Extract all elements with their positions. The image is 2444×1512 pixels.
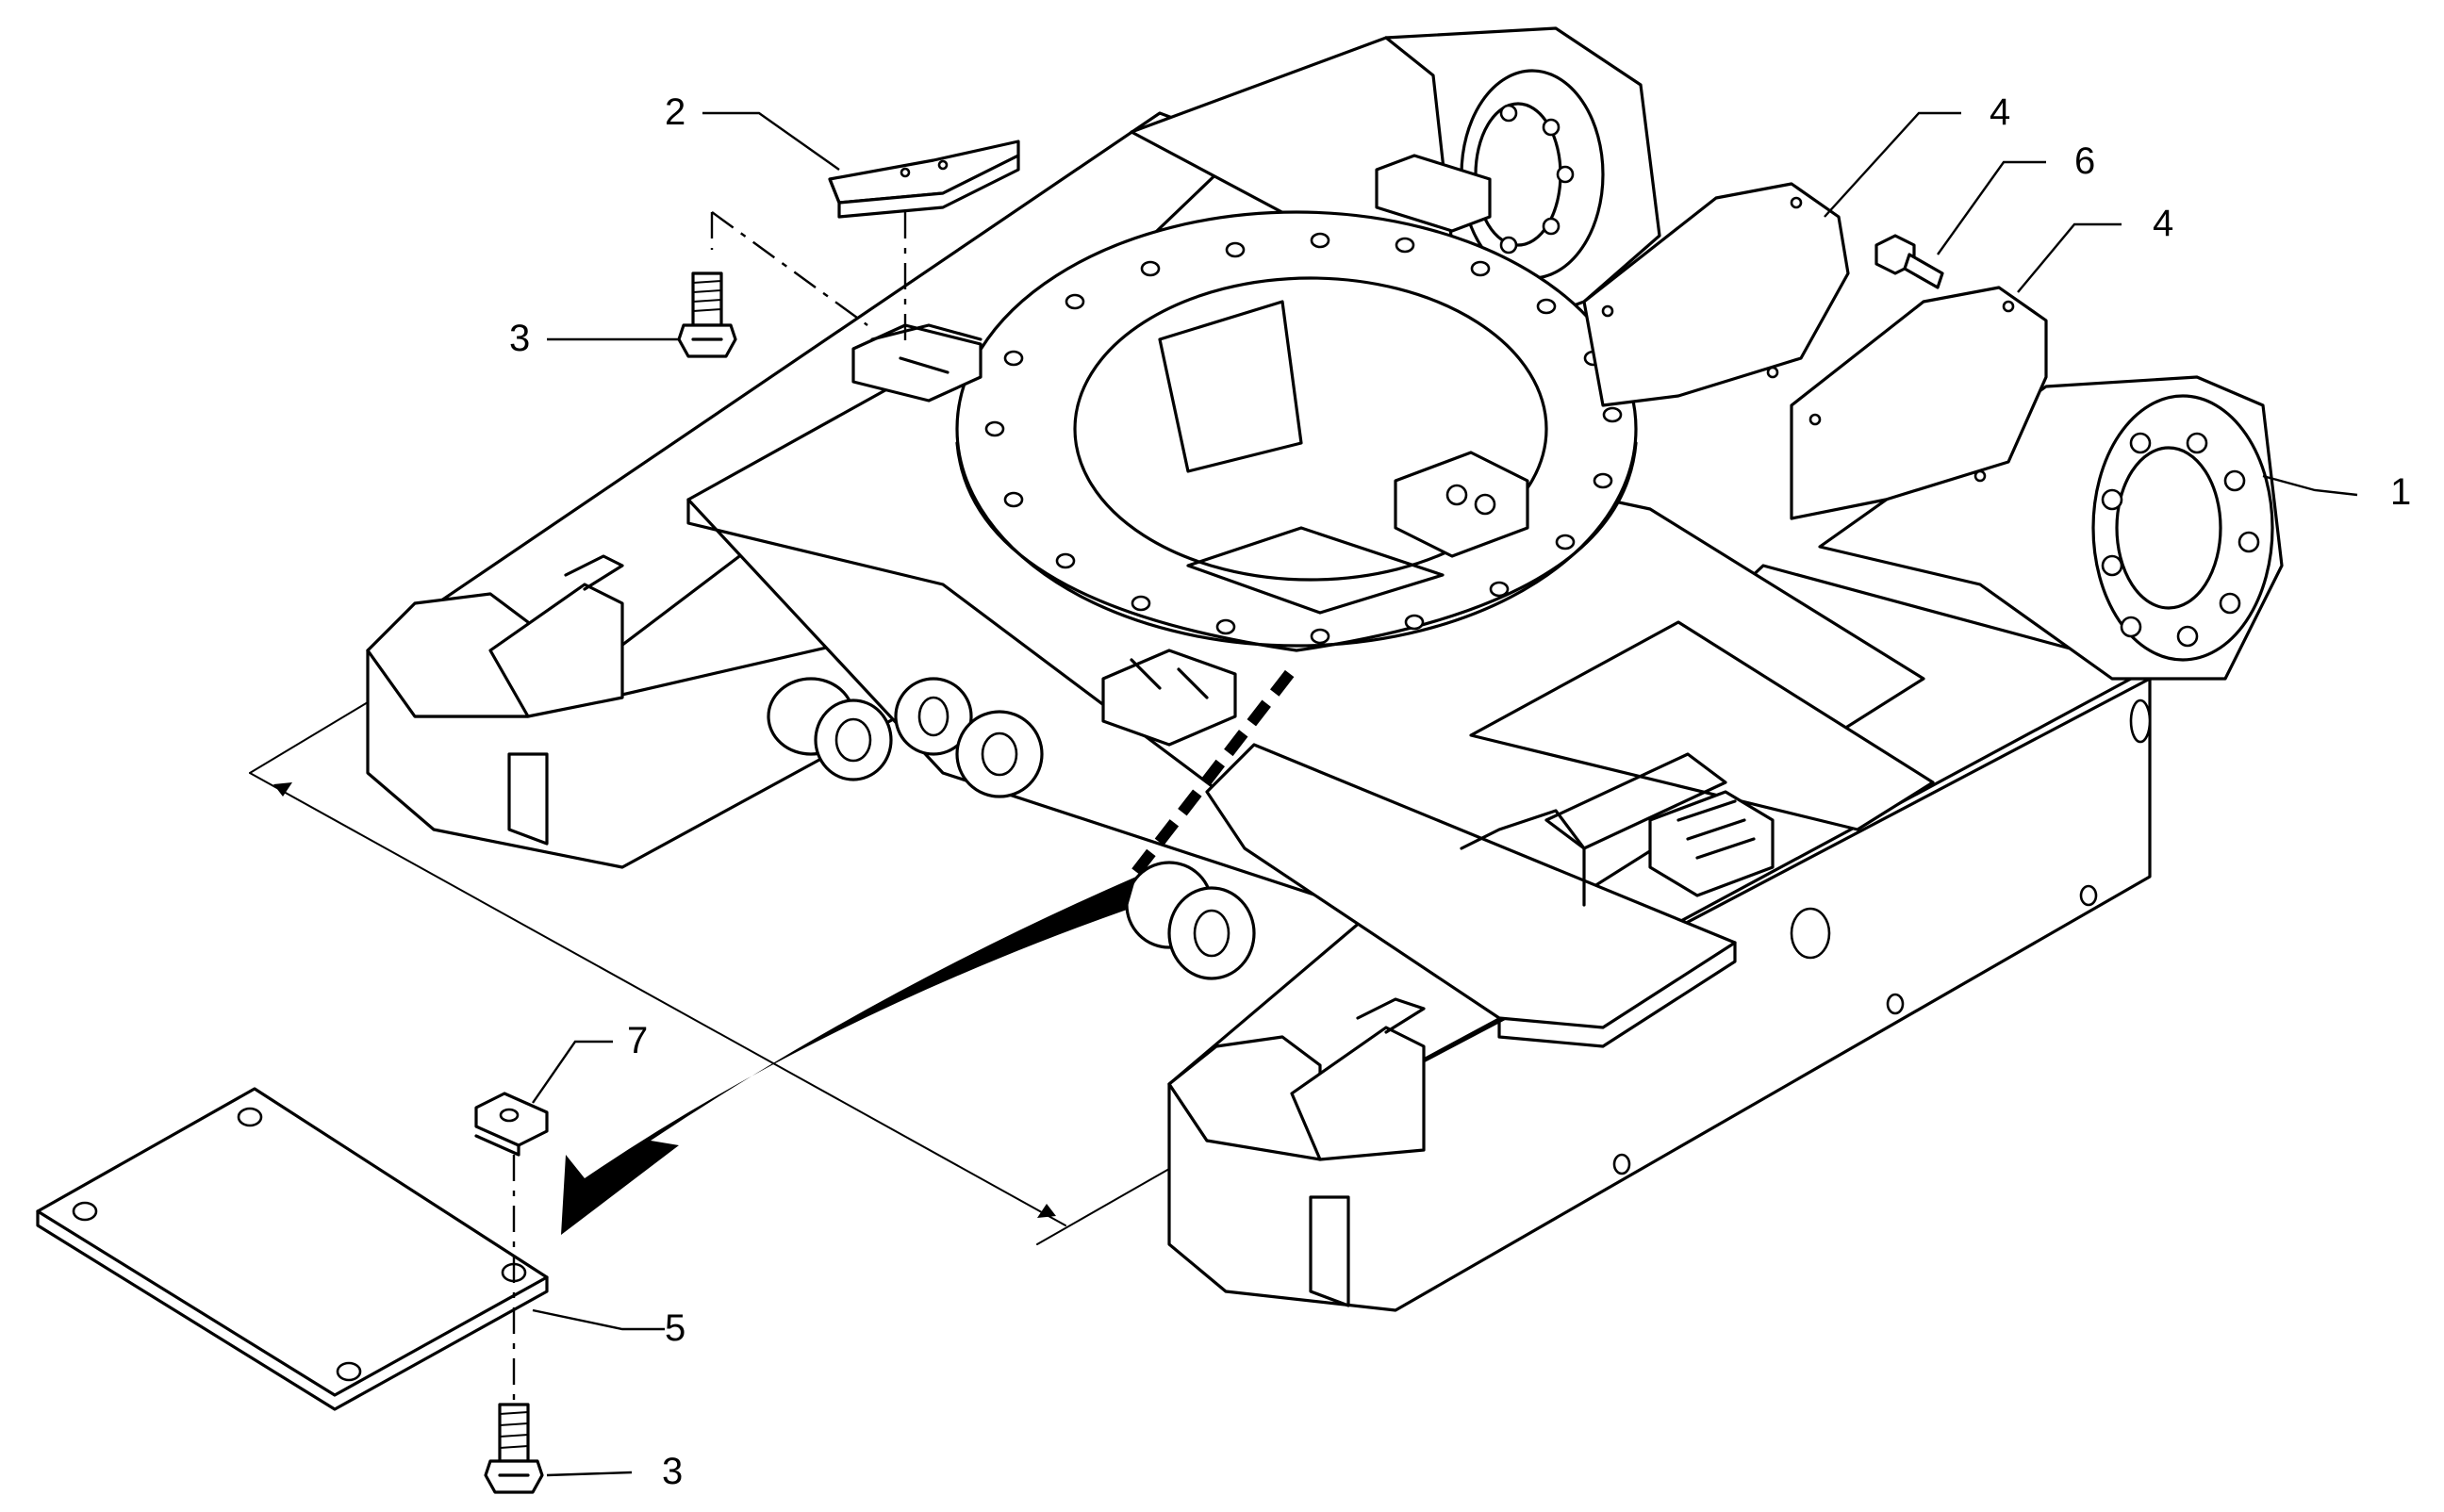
callout-6: 6 — [2074, 140, 2095, 182]
callout-leaders — [532, 111, 2358, 1477]
cover-plate-lower — [1790, 286, 2048, 520]
wear-pad-part-2 — [828, 140, 1020, 219]
front-pivot-bosses — [767, 677, 1256, 980]
callout-3-top: 3 — [509, 318, 530, 359]
callout-5: 5 — [665, 1307, 685, 1349]
cover-plate-upper — [1582, 182, 1850, 407]
undercarriage-frame — [366, 26, 2284, 1312]
callout-7: 7 — [627, 1020, 648, 1061]
callout-2: 2 — [665, 91, 685, 133]
assembly-center-lines — [512, 211, 907, 1400]
callout-4-lower: 4 — [2153, 203, 2173, 244]
bolt-part-6 — [1874, 234, 1944, 289]
dimension-line — [249, 701, 1170, 1245]
installation-arrow — [561, 877, 1136, 1235]
bolt-part-3-bottom — [484, 1403, 544, 1494]
installation-arrow-dashes — [1131, 661, 1301, 876]
callout-3-bottom: 3 — [662, 1451, 683, 1492]
callout-4-upper: 4 — [1990, 91, 2010, 133]
cover-plate-part-5 — [36, 1087, 549, 1411]
callout-1: 1 — [2390, 471, 2411, 513]
slewing-ring-bolt-holes — [984, 232, 1623, 645]
bolt-part-3-top — [677, 271, 737, 358]
cage-nut-part-7 — [474, 1092, 549, 1157]
